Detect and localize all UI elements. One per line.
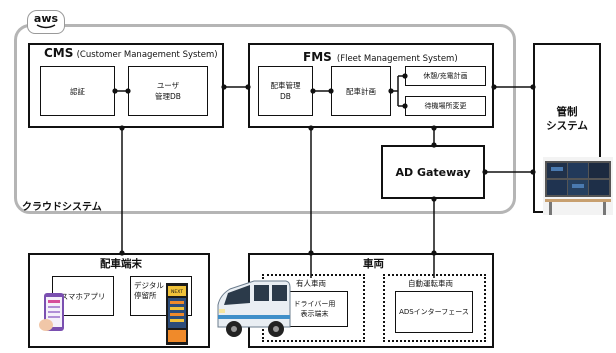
fms-standby-box: 待機場所変更 bbox=[405, 96, 486, 116]
connector-dot bbox=[308, 125, 314, 131]
smartphone-app-label: スマホアプリ bbox=[60, 291, 106, 301]
cms-userdb-label: ユーザ 管理DB bbox=[155, 81, 181, 101]
digital-signage-image: NEXT bbox=[166, 283, 188, 345]
signage-text: NEXT bbox=[171, 289, 183, 295]
connector-dot bbox=[388, 88, 394, 94]
connector-dot bbox=[530, 84, 536, 90]
cloud-system-label: クラウドシステム bbox=[22, 202, 102, 213]
smartphone-image bbox=[39, 293, 64, 331]
connector-dot bbox=[245, 84, 251, 90]
fms-rest-label: 休憩/充電計画 bbox=[423, 72, 468, 80]
connector-dot bbox=[402, 103, 408, 109]
fms-standby-label: 待機場所変更 bbox=[424, 102, 467, 110]
connector-dot bbox=[308, 250, 314, 256]
dispatch-terminal-title: 配車端末 bbox=[100, 258, 142, 270]
cms-title-bold: CMS bbox=[44, 46, 74, 60]
connector-dot bbox=[431, 125, 437, 131]
fms-plan-label: 配車計画 bbox=[346, 86, 376, 96]
autonomous-vehicle-label: 自動運転車両 bbox=[408, 279, 453, 288]
driver-terminal-box: ドライバー用 表示端末 bbox=[281, 291, 348, 327]
driver-terminal-label: ドライバー用 表示端末 bbox=[293, 300, 336, 318]
manned-vehicle-label: 有人車両 bbox=[296, 279, 326, 288]
connector-dot bbox=[119, 250, 125, 256]
ad-gateway-label: AD Gateway bbox=[395, 165, 471, 179]
connector-dot bbox=[119, 125, 125, 131]
fms-title-bold: FMS bbox=[303, 50, 332, 64]
fms-fleetdb-box: 配車管理 DB bbox=[258, 66, 313, 116]
aws-smile-icon bbox=[36, 23, 56, 28]
fms-title: FMS (Fleet Management System) bbox=[303, 46, 458, 65]
connector-dot bbox=[402, 73, 408, 79]
connector-dot bbox=[310, 88, 316, 94]
connector-dot bbox=[482, 169, 488, 175]
aws-logo-text: aws bbox=[33, 11, 59, 25]
aws-logo: aws bbox=[27, 10, 65, 34]
cms-title: CMS (Customer Management System) bbox=[44, 46, 218, 60]
digital-stop-label: デジタル 停留所 bbox=[134, 281, 164, 300]
cms-userdb-box: ユーザ 管理DB bbox=[128, 66, 208, 116]
cms-auth-label: 認証 bbox=[70, 86, 85, 96]
vehicle-title: 車両 bbox=[363, 258, 384, 270]
connector-dot bbox=[431, 142, 437, 148]
fms-fleetdb-label: 配車管理 DB bbox=[270, 81, 301, 101]
control-room-monitor-image bbox=[543, 157, 613, 215]
ads-interface-label: ADSインターフェース bbox=[399, 308, 469, 316]
cms-title-rest: (Customer Management System) bbox=[76, 50, 218, 60]
fms-title-rest: (Fleet Management System) bbox=[336, 54, 458, 64]
connector-dot bbox=[221, 84, 227, 90]
cloud-system-container bbox=[14, 24, 516, 214]
ads-interface-box: ADSインターフェース bbox=[395, 291, 473, 333]
control-system-label: 管制 システム bbox=[546, 106, 588, 132]
connector-dot bbox=[491, 84, 497, 90]
connector-dot bbox=[328, 88, 334, 94]
cms-auth-box: 認証 bbox=[40, 66, 115, 116]
connector-dot bbox=[431, 196, 437, 202]
van-image bbox=[217, 280, 291, 337]
connector-dot bbox=[431, 250, 437, 256]
connector-dot bbox=[112, 88, 118, 94]
connector-dot bbox=[125, 88, 131, 94]
connector-dot bbox=[530, 169, 536, 175]
